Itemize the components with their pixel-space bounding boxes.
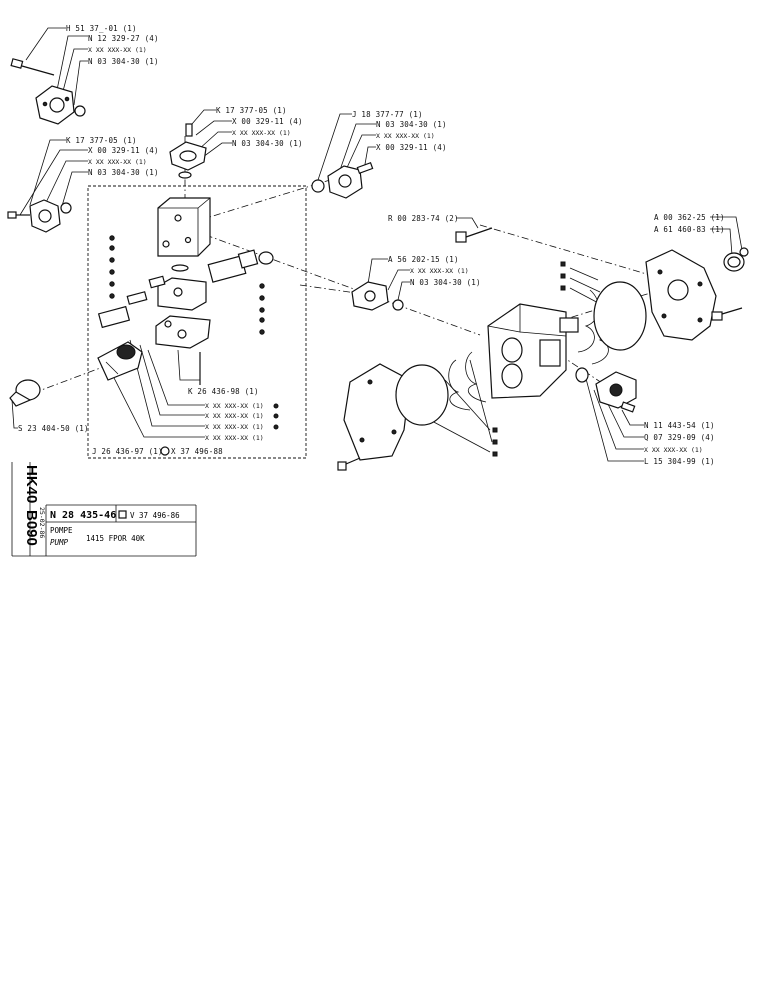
label-rt-3: X XX XXX-XX (1) [376,132,435,140]
label-kit-4: X XX XXX-XX (1) [205,434,264,442]
seal-ring-a [171,264,189,272]
valve-block-upper [157,197,211,257]
series-code: HK40 [23,465,40,503]
label-box-1: J 26 436-97 (1) [92,447,163,456]
label-ct-4: N 03 304-30 (1) [232,139,303,148]
label-tl-2: N 12 329-27 (4) [88,34,159,43]
label-rt-1: J 18 377-77 (1) [352,110,423,119]
bolt-bottom-right [620,401,636,413]
o-ring-left-mid [60,202,72,214]
flange-right-top [327,165,363,199]
label-lm-3: X XX XXX-XX (1) [88,158,147,166]
bolt-left-mid [7,211,30,219]
valve-plate [157,277,207,311]
spec: 1415 FPOR 40K [86,534,145,543]
bolt-bottom [337,457,361,471]
pump-cover-right [645,249,717,341]
label-box-2: X 37 496-88 [171,447,223,456]
label-lm-4: N 03 304-30 (1) [88,168,159,177]
label-rb-3: X XX XXX-XX (1) [644,446,703,454]
pump-cover-left [343,363,411,461]
flange-mid [351,281,389,311]
large-o-ring-right [593,281,647,351]
parts [7,58,749,471]
o-ring-right-top [311,179,325,193]
leader-lines [11,27,743,462]
flange-bottom-right [595,371,637,409]
piston-left [97,305,131,329]
label-lm-1: K 17 377-05 (1) [66,136,137,145]
title-block: HK40 B090 25-02-86 N 28 435-46 V 37 496-… [11,462,197,557]
seal-c-left-2 [465,351,487,403]
label-fr-2: A 61 460-83 (1) [654,225,725,234]
label-rb-2: Q 07 329-09 (4) [644,433,715,442]
o-ring-top-left [74,105,86,117]
markers [109,235,566,457]
long-bolt [455,227,493,243]
label-lm-2: X 00 329-11 (4) [88,146,159,155]
relief-valve-right [207,249,274,283]
label-kit-3: X XX XXX-XX (1) [205,423,264,431]
date: 25-02-86 [38,507,46,538]
label-bolt: R 00 283-74 (2) [388,214,459,223]
label-mf-2: X XX XXX-XX (1) [410,267,469,275]
name-en: PUMP [50,538,69,547]
reference: V 37 496-86 [130,511,180,520]
label-tl-4: N 03 304-30 (1) [88,57,159,66]
label-ct-1: K 17 377-05 (1) [216,106,287,115]
pump-body [487,303,579,399]
flange-top-left [35,85,75,125]
label-rt-2: N 03 304-30 (1) [376,120,447,129]
label-ct-2: X 00 329-11 (4) [232,117,303,126]
shaft-seal [723,247,749,272]
seal-c-left-1 [448,359,471,411]
valve-block-lower [155,315,211,349]
callout-labels: H 51 37_-01 (1) N 12 329-27 (4) X XX XXX… [18,24,725,466]
label-tl-1: H 51 37_-01 (1) [66,24,137,33]
label-rb-4: L 15 304-99 (1) [644,457,715,466]
page-code: B090 [23,510,40,546]
label-ct-3: X XX XXX-XX (1) [232,129,291,137]
name-fr: POMPE [50,526,73,535]
label-tl-3: X XX XXX-XX (1) [88,46,147,54]
cap [9,379,41,407]
label-mf-3: N 03 304-30 (1) [410,278,481,287]
o-ring-mid [392,299,404,311]
label-fr-1: A 00 362-25 (1) [654,213,725,222]
part-number: N 28 435-46 [50,510,116,521]
label-rt-4: X 00 329-11 (4) [376,143,447,152]
bolt-right [711,307,743,321]
label-valve: K 26 436-98 (1) [188,387,259,396]
bolt-right-top [356,162,374,174]
bolt-top-left [10,58,55,76]
o-ring-bottom-right [575,367,589,383]
pin-2 [126,291,148,305]
flange-left-mid [29,199,61,233]
label-cap: S 23 404-50 (1) [18,424,89,433]
label-kit-2: X XX XXX-XX (1) [205,412,264,420]
pin-1 [148,275,166,289]
label-mf-1: A 56 202-15 (1) [388,255,459,264]
large-o-ring-left [395,364,449,426]
label-kit-1: X XX XXX-XX (1) [205,402,264,410]
label-rb-1: N 11 443-54 (1) [644,421,715,430]
cartridge-valve [97,341,143,381]
flange-center-top [169,123,207,179]
